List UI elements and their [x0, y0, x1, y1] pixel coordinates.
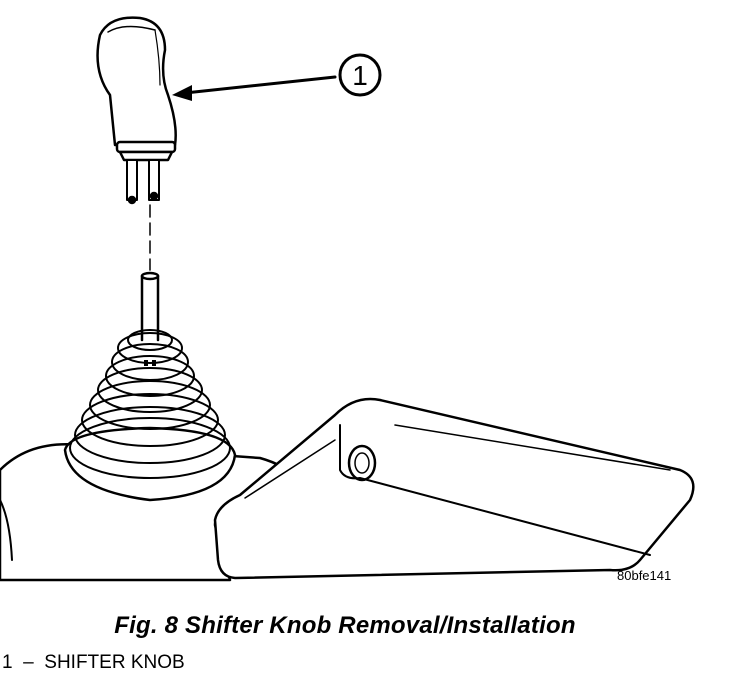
- legend-number: 1: [2, 652, 13, 673]
- legend: 1 – SHIFTER KNOB: [2, 652, 185, 674]
- shifter-knob: [96, 16, 177, 205]
- legend-item: 1 – SHIFTER KNOB: [2, 652, 185, 674]
- legend-label: SHIFTER KNOB: [44, 652, 185, 673]
- callout-circle: [338, 53, 382, 97]
- legend-separator: –: [23, 652, 34, 673]
- shifter-boot: [63, 329, 237, 502]
- shifter-knob-illustration: 1 80bfe141: [0, 16, 695, 583]
- callout-leader: [172, 75, 337, 101]
- figure-caption: Fig. 8 Shifter Knob Removal/Installation: [114, 612, 576, 639]
- console-armrest: [213, 397, 695, 580]
- callout-number: 1: [352, 60, 368, 91]
- shift-lever: [140, 271, 160, 342]
- figure-id: 80bfe141: [617, 568, 671, 583]
